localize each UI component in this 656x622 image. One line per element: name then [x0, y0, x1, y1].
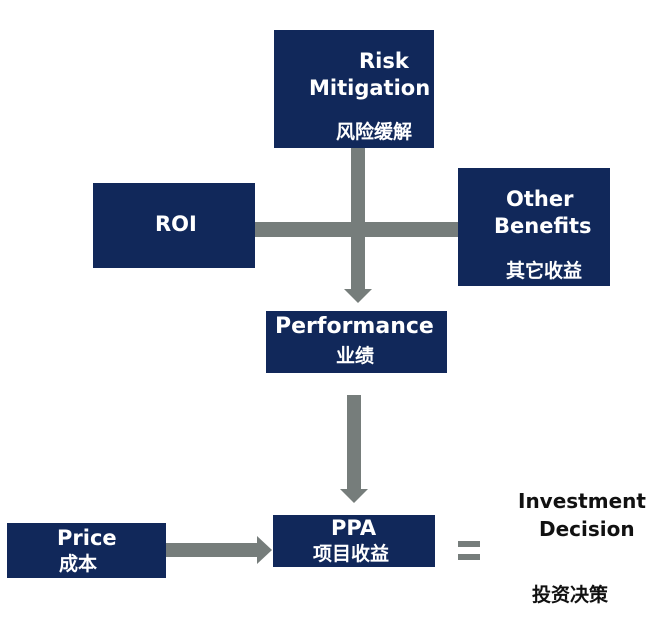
- decision-line2: Decision: [539, 517, 635, 541]
- connector-vertical-bottom: [347, 395, 361, 490]
- ppa-zh: 项目收益: [313, 543, 390, 565]
- price-zh: 成本: [59, 553, 98, 575]
- performance-zh: 业绩: [336, 345, 375, 367]
- performance-label: Performance: [275, 314, 434, 339]
- connector-vertical-top: [351, 148, 365, 290]
- other-benefits-box: Other Benefits 其它收益: [458, 168, 610, 286]
- risk-line2: Mitigation: [309, 76, 431, 100]
- equals-bar-top: [458, 541, 480, 547]
- price-box: Price 成本: [7, 523, 166, 578]
- roi-box: ROI: [93, 183, 255, 268]
- roi-label: ROI: [155, 212, 197, 236]
- performance-box: Performance 业绩: [266, 311, 447, 373]
- arrowhead-to-ppa: [340, 489, 368, 503]
- decision-line1: Investment: [518, 489, 646, 513]
- other-line2: Benefits: [494, 214, 592, 238]
- risk-line1: Risk: [359, 49, 409, 73]
- equals-sign: =: [458, 541, 480, 561]
- decision-zh: 投资决策: [532, 584, 609, 606]
- risk-zh: 风险缓解: [336, 121, 413, 143]
- arrowhead-to-performance: [344, 289, 372, 303]
- other-zh: 其它收益: [506, 260, 583, 282]
- ppa-label: PPA: [331, 516, 377, 540]
- connector-price-to-ppa: [166, 543, 258, 557]
- risk-mitigation-box: Risk Mitigation 风险缓解: [274, 30, 434, 148]
- ppa-box: PPA 项目收益: [273, 515, 435, 567]
- other-line1: Other: [506, 187, 574, 211]
- equals-bar-bottom: [458, 554, 480, 560]
- price-label: Price: [57, 526, 117, 550]
- arrowhead-price-to-ppa: [257, 536, 272, 564]
